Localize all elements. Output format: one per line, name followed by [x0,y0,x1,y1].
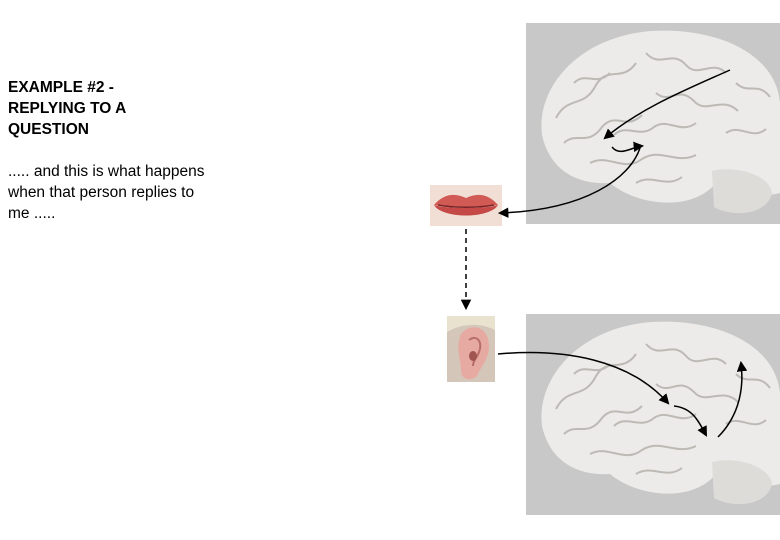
ear-image [447,316,495,382]
caption-heading: EXAMPLE #2 - REPLYING TO A QUESTION [8,79,127,138]
listener-brain-image [526,314,780,515]
mouth-image [430,185,502,226]
speaker-brain-image [526,23,780,224]
caption: EXAMPLE #2 - REPLYING TO A QUESTION ....… [8,77,208,224]
caption-body: ..... and this is what happens when that… [8,163,205,222]
